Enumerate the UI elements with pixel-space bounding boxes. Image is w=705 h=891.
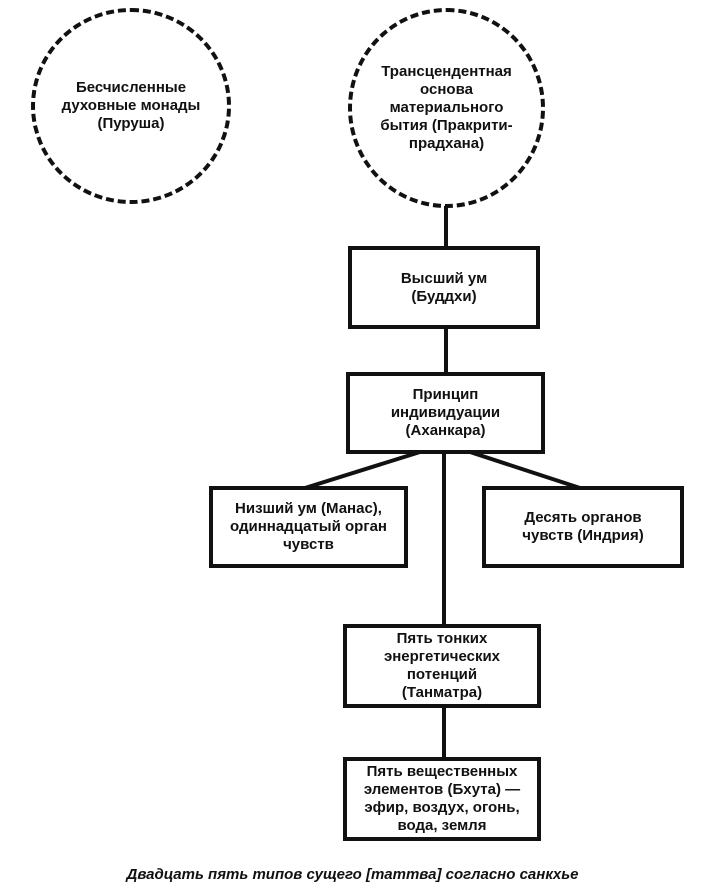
- node-tanmatra: Пять тонких энергетических потенций (Тан…: [343, 624, 541, 708]
- node-ahankara-label: Принцип индивидуации (Аханкара): [390, 386, 501, 439]
- node-buddhi-label: Высший ум (Буддхи): [400, 269, 488, 305]
- node-bhuta: Пять вещественных элементов (Бхута) — эф…: [343, 757, 541, 841]
- edge-ahankara-manas: [304, 450, 421, 490]
- node-purusha: Бесчисленные духовные монады (Пуруша): [31, 8, 231, 204]
- node-prakriti-label: Трансцендентная основа материального быт…: [380, 63, 513, 152]
- node-buddhi: Высший ум (Буддхи): [348, 246, 540, 329]
- node-indriya: Десять органов чувств (Индрия): [482, 486, 684, 568]
- edge-ahankara-indriya: [469, 450, 581, 490]
- node-prakriti: Трансцендентная основа материального быт…: [348, 8, 545, 208]
- node-manas-label: Низший ум (Манас), одиннадцатый орган чу…: [230, 500, 387, 553]
- node-purusha-label: Бесчисленные духовные монады (Пуруша): [61, 79, 201, 132]
- node-manas: Низший ум (Манас), одиннадцатый орган чу…: [209, 486, 408, 568]
- figure-caption: Двадцать пять типов сущего [таттва] согл…: [126, 866, 579, 883]
- node-indriya-label: Десять органов чувств (Индрия): [522, 509, 644, 544]
- node-bhuta-label: Пять вещественных элементов (Бхута) — эф…: [363, 763, 521, 834]
- node-ahankara: Принцип индивидуации (Аханкара): [346, 372, 545, 454]
- node-tanmatra-label: Пять тонких энергетических потенций (Тан…: [383, 630, 501, 701]
